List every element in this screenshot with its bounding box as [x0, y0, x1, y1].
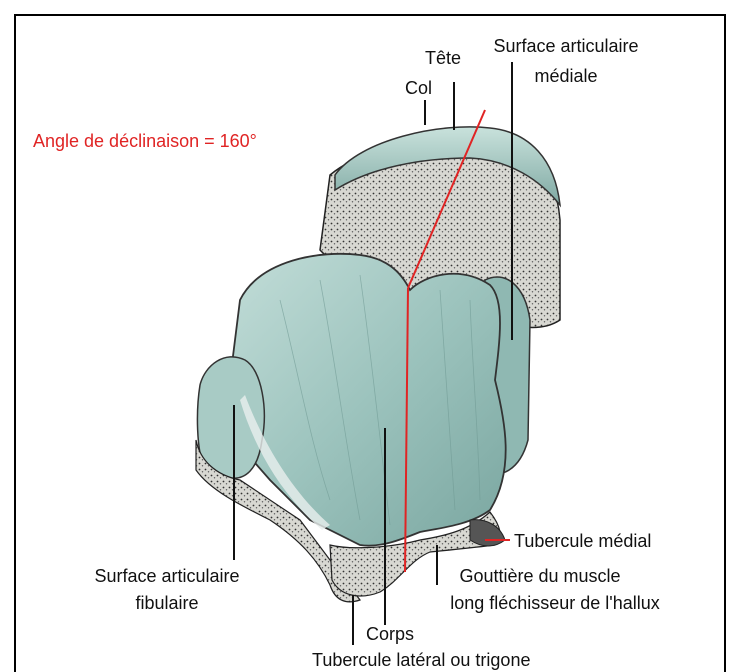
label-groove-1: Gouttière du muscle — [440, 566, 640, 586]
label-fibular-surface-1: Surface articulaire — [67, 566, 267, 586]
label-fibular-surface-2: fibulaire — [67, 593, 267, 613]
label-medial-surface-2: médiale — [476, 66, 656, 86]
label-medial-surface-1: Surface articulaire — [476, 36, 656, 56]
label-col: Col — [405, 78, 432, 98]
label-tete: Tête — [425, 48, 461, 68]
label-groove-2: long fléchisseur de l'hallux — [410, 593, 700, 613]
medial-tubercle — [470, 520, 505, 546]
label-corps: Corps — [366, 624, 414, 644]
label-medial-tubercle: Tubercule médial — [514, 531, 651, 551]
label-declination-angle: Angle de déclinaison = 160° — [33, 131, 257, 151]
label-lateral-tubercle: Tubercule latéral ou trigone — [312, 650, 530, 670]
